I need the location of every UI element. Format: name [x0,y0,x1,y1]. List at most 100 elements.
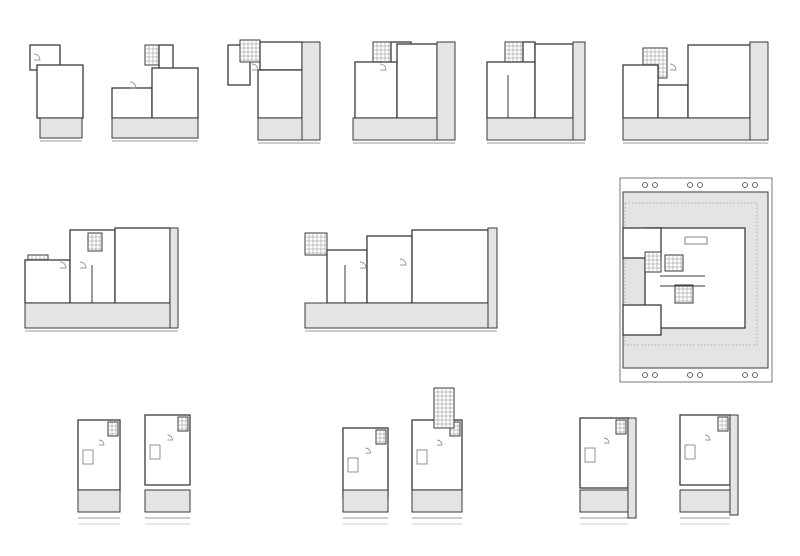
plan-townhouse-5 [579,417,629,525]
door-swing-icon [669,63,677,71]
door-swing-icon [79,261,87,269]
room [151,67,199,119]
stair-icon [149,444,161,460]
room [24,259,71,304]
stair-icon [584,447,596,463]
terrace [304,302,498,329]
terrace [572,41,586,141]
room [657,84,689,119]
room [326,249,368,304]
tree-icon [697,182,703,188]
terrace [169,227,179,329]
room [622,64,659,119]
room [396,43,438,119]
stair-icon [416,449,428,465]
room [259,41,303,71]
terrace [411,489,463,513]
tile-grid-icon [615,419,627,435]
terrace [342,489,389,513]
room [158,44,174,71]
tile-grid-icon [107,421,119,437]
tree-icon [742,372,748,378]
terrace [111,117,199,139]
tile-grid-icon [372,41,392,63]
tree-icon [687,182,693,188]
tile-grid-icon [504,41,524,63]
tile-grid-icon [304,232,328,256]
terrace [627,417,637,519]
terrace [301,41,321,141]
plan-townhouse-2 [144,414,191,525]
terrace [487,227,498,329]
tree-icon [742,182,748,188]
tile-grid-icon [674,284,694,304]
terrace [39,117,83,139]
tree-icon [697,372,703,378]
plan-unit-2 [111,44,199,142]
tree-icon [642,372,648,378]
plan-townhouse-3 [342,427,389,525]
terrace-edge [624,202,758,346]
skylight [684,236,708,245]
door-swing-icon [167,434,173,441]
tree-icon [752,182,758,188]
plan-unit-1 [29,44,84,142]
door-swing-icon [379,63,387,71]
room [114,227,171,304]
room [411,229,489,304]
door-swing-icon [59,261,67,269]
door-swing-icon [399,258,407,266]
room [644,227,746,329]
plan-unit-6 [622,41,769,144]
tree-icon [687,372,693,378]
plan-townhouse-1 [77,419,121,525]
door-swing-icon [603,437,610,444]
plan-unit-9 [619,177,773,383]
tile-grid-icon [239,39,261,63]
room [257,69,303,119]
plan-unit-5 [486,41,586,144]
room [366,235,413,304]
room [687,44,751,119]
tree-icon [652,372,658,378]
room [622,304,662,336]
tile-grid-icon [87,232,103,252]
room [111,87,153,119]
room [522,41,536,65]
tile-grid-icon [449,421,461,437]
room [486,61,536,119]
plan-unit-7 [24,227,179,332]
room [534,43,574,119]
door-swing-icon [365,447,371,454]
stair-icon [684,444,696,460]
terrace [486,117,586,141]
tree-icon [752,372,758,378]
stair-icon [347,457,359,473]
tree-icon [652,182,658,188]
terrace [749,41,769,141]
door-swing-icon [98,439,105,446]
room [36,64,84,119]
terrace [24,302,179,329]
door-swing-icon [251,63,259,71]
plan-unit-3 [227,39,321,144]
terrace [77,489,121,513]
room [354,61,398,119]
plan-edge-strips [627,414,739,519]
door-swing-icon [33,53,41,61]
terrace [144,489,191,513]
stair-icon [82,449,94,465]
room [144,414,191,486]
door-swing-icon [436,439,443,446]
door-swing-icon [129,81,137,89]
plan-townhouse-6 [679,414,731,525]
tile-grid-icon [177,416,189,432]
plan-unit-4 [352,41,456,144]
terrace [729,414,739,516]
terrace [436,41,456,141]
plan-unit-8 [304,227,498,332]
terrace [579,489,629,513]
terrace [622,117,769,141]
door-swing-icon [704,434,711,441]
